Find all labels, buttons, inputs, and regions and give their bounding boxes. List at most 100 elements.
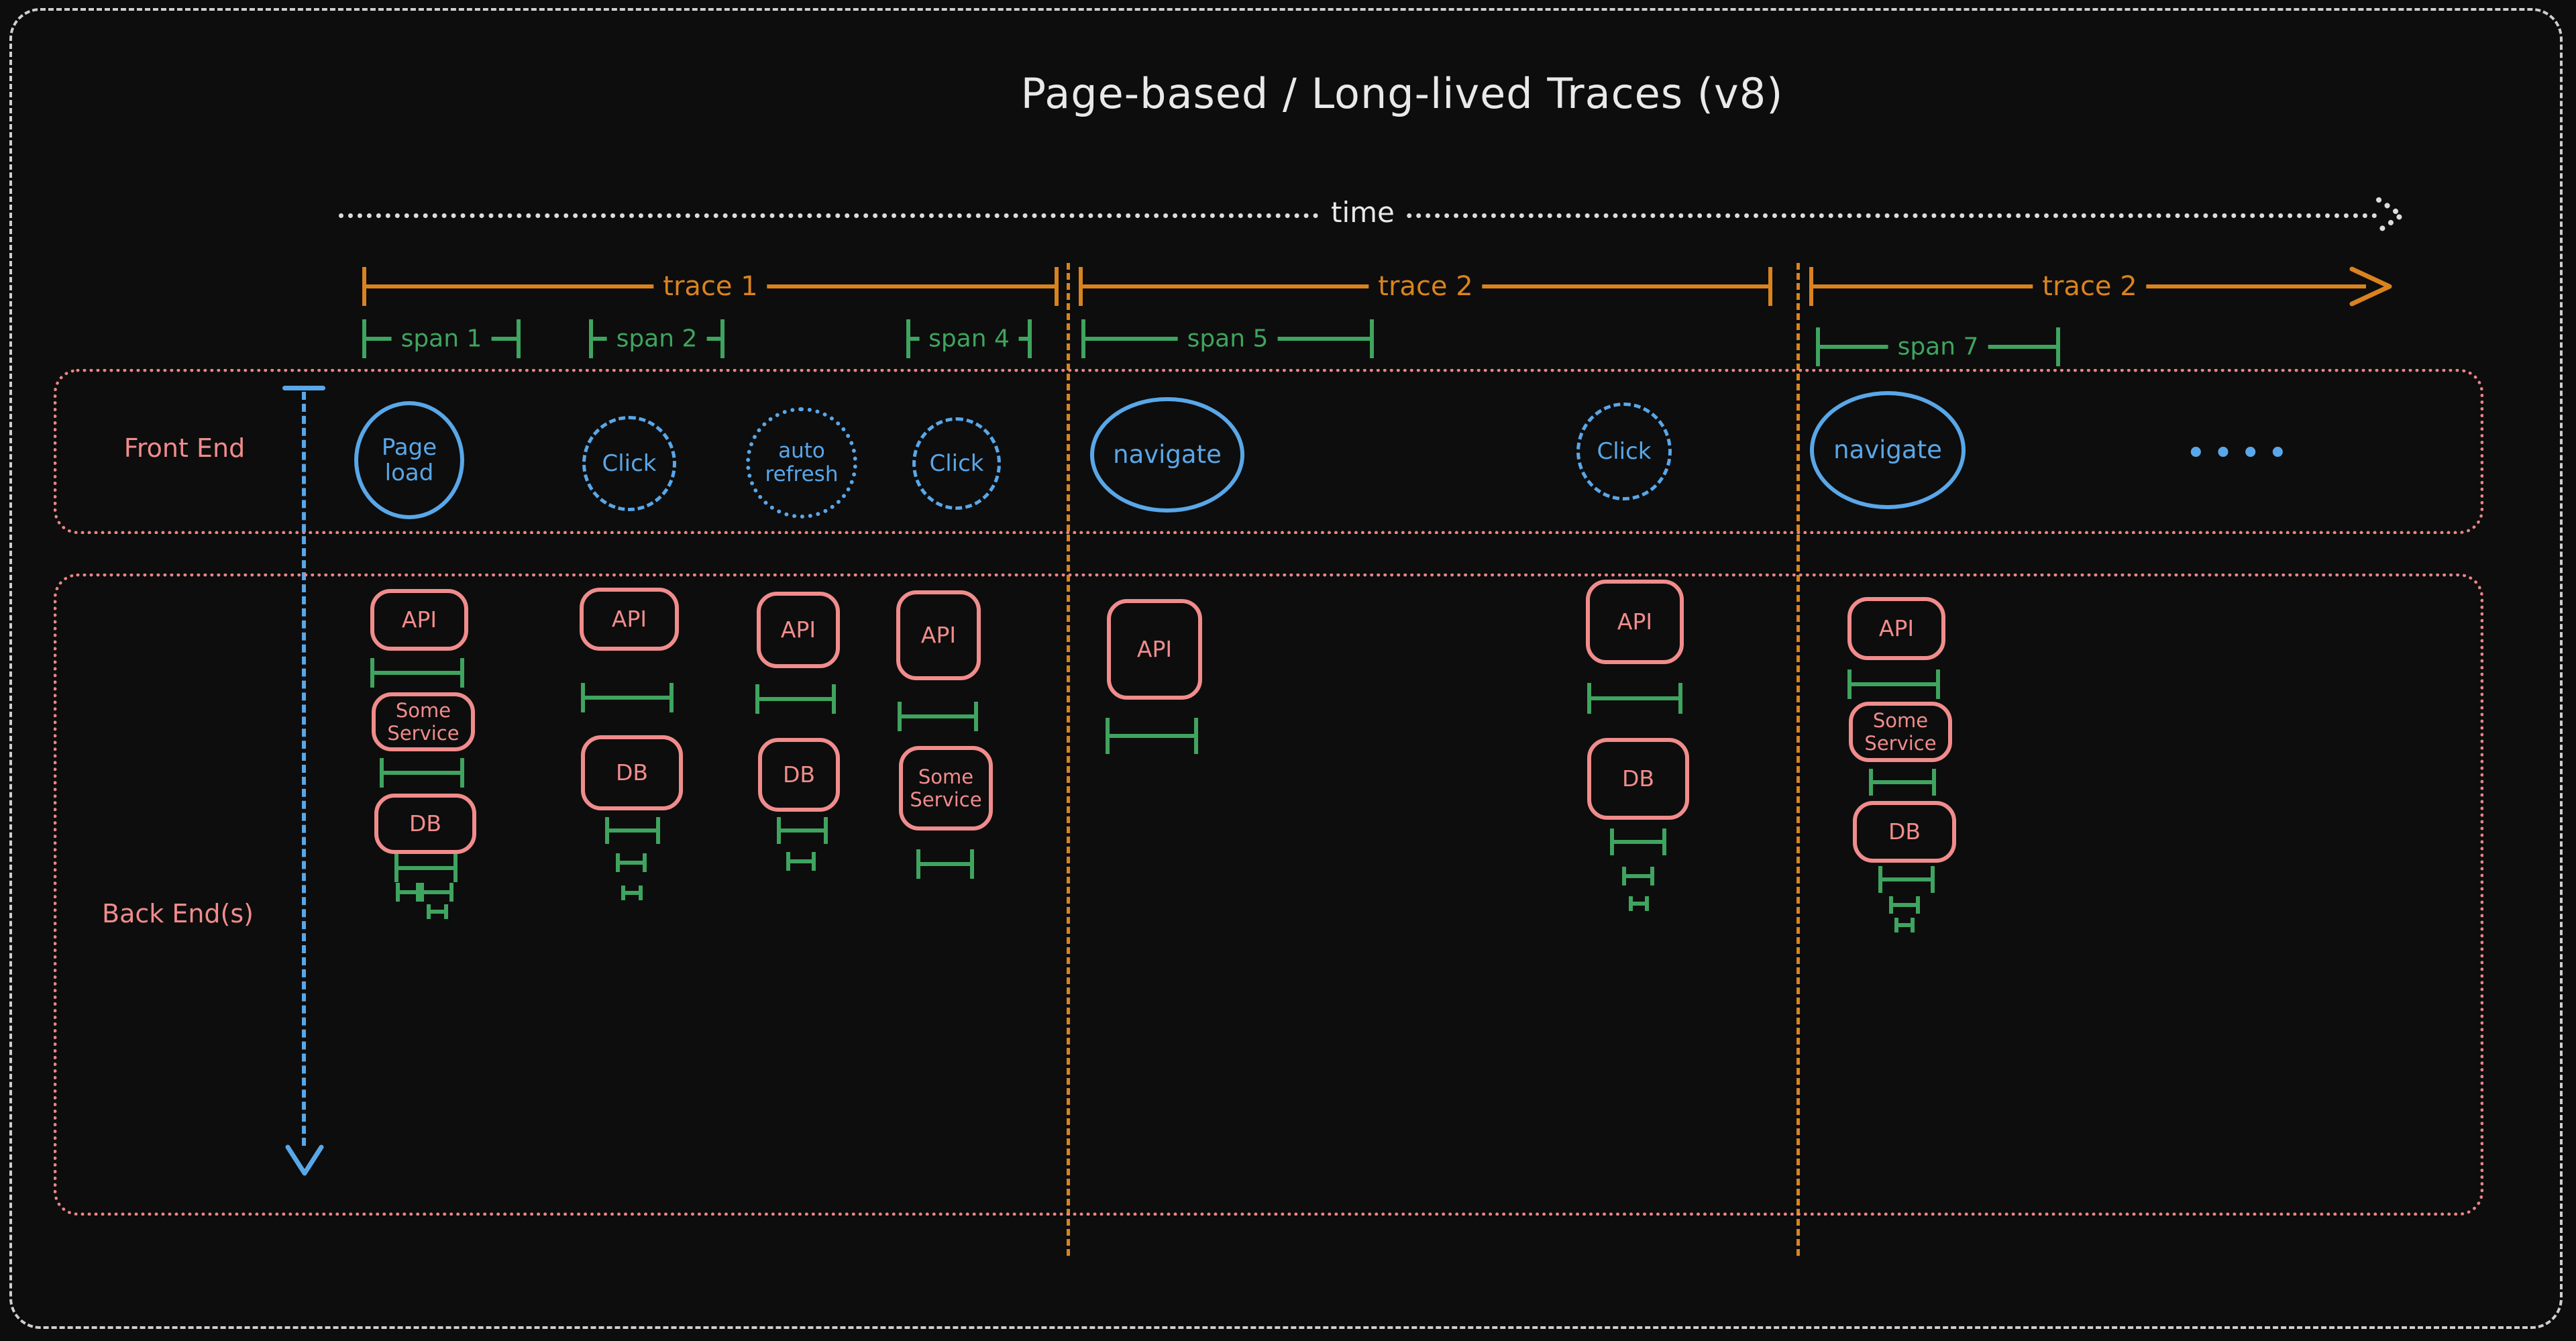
node-label: API: [920, 621, 957, 648]
canvas-frame: [9, 8, 2563, 1329]
trace-3-bracket: trace 2: [1809, 267, 2366, 306]
event-auto-refresh: auto refresh: [746, 407, 857, 519]
span-bar: [777, 817, 828, 844]
span-bar: [1610, 828, 1666, 855]
span-bar: [420, 883, 453, 902]
event-click-2-label: Click: [929, 449, 984, 477]
event-page-load: Page load: [354, 401, 464, 519]
node-label: Some Service: [387, 698, 460, 745]
frontend-lane-label: Front End: [123, 433, 246, 463]
span-5-bracket: span 5: [1081, 319, 1374, 358]
node-api: API: [1107, 599, 1202, 700]
span-bar: [605, 817, 660, 844]
span-bar: [616, 853, 647, 872]
span-7-label: span 7: [1888, 333, 1988, 361]
node-db: DB: [374, 794, 476, 854]
event-navigate-1-label: navigate: [1113, 440, 1222, 470]
node-api: API: [896, 590, 981, 680]
span-4-label: span 4: [919, 325, 1019, 353]
trace-arrowhead-icon: [2349, 266, 2392, 307]
span-bar: [370, 658, 464, 688]
node-label: DB: [1621, 765, 1655, 792]
span-bar: [898, 702, 978, 731]
event-click-3-label: Click: [1597, 437, 1652, 465]
span-bar: [1629, 896, 1649, 911]
guide-arrowhead-icon: [285, 1144, 324, 1176]
event-navigate-2-label: navigate: [1833, 435, 1942, 465]
span-bar: [1878, 866, 1935, 893]
span-bar: [786, 852, 816, 871]
span-bar: [916, 849, 974, 879]
event-click-1: Click: [582, 416, 676, 511]
node-api: API: [1847, 597, 1945, 660]
node-label: API: [1878, 614, 1915, 641]
span-bar: [1894, 918, 1915, 932]
ellipsis-dots: ••••: [2186, 433, 2295, 474]
node-db: DB: [758, 738, 840, 812]
span-bar: [1889, 896, 1920, 914]
trace-separator-1: [1067, 263, 1070, 1256]
span-bar: [1587, 683, 1682, 714]
backend-lane: [54, 574, 2483, 1216]
span-5-label: span 5: [1177, 325, 1278, 353]
span-bar: [1106, 718, 1198, 754]
span-bar: [394, 854, 458, 882]
node-label: DB: [615, 759, 649, 786]
node-api: API: [757, 592, 840, 668]
node-label: API: [1617, 608, 1653, 635]
event-click-2: Click: [912, 417, 1001, 510]
node-label: DB: [782, 761, 816, 788]
event-click-1-label: Click: [602, 449, 657, 477]
span-bar: [581, 683, 674, 712]
trace-2-bracket: trace 2: [1079, 267, 1772, 306]
span-bar: [1869, 769, 1936, 796]
span-2-bracket: span 2: [589, 319, 724, 358]
span-bar: [1847, 669, 1940, 699]
event-page-load-label: Page load: [381, 433, 437, 486]
node-some-service: Some Service: [1849, 702, 1952, 762]
node-db: DB: [1853, 801, 1956, 863]
span-bar: [755, 684, 836, 714]
trace-1-bracket: trace 1: [362, 267, 1059, 306]
event-click-3: Click: [1576, 403, 1672, 500]
node-label: API: [780, 616, 816, 643]
span-1-label: span 1: [391, 325, 492, 353]
time-label: time: [1319, 196, 1407, 229]
span-2-label: span 2: [606, 325, 707, 353]
node-api: API: [1586, 580, 1684, 664]
page-title: Page-based / Long-lived Traces (v8): [1020, 69, 1784, 118]
node-label: API: [1136, 635, 1173, 662]
trace-1-label: trace 1: [653, 271, 767, 302]
span-1-bracket: span 1: [362, 319, 521, 358]
node-label: DB: [1888, 818, 1921, 845]
span-bar: [1622, 867, 1654, 886]
node-db: DB: [1587, 738, 1689, 820]
node-api: API: [370, 589, 468, 651]
trace-separator-2: [1796, 263, 1800, 1256]
frontend-lane: [54, 369, 2483, 534]
node-some-service: Some Service: [899, 746, 993, 830]
trace-3-label: trace 2: [2033, 271, 2147, 302]
backend-lane-label: Back End(s): [102, 899, 254, 928]
event-auto-refresh-label: auto refresh: [765, 439, 839, 486]
node-db: DB: [581, 735, 683, 810]
event-navigate-2: navigate: [1810, 391, 1966, 509]
span-7-bracket: span 7: [1816, 327, 2060, 366]
guide-arrow-line: [302, 392, 306, 1146]
node-api: API: [580, 588, 679, 651]
time-arrowhead-icon: [2376, 197, 2407, 233]
node-label: DB: [409, 810, 442, 837]
span-bar: [621, 886, 643, 900]
guide-arrow-top-bar: [282, 386, 325, 390]
node-label: API: [401, 606, 437, 633]
node-label: Some Service: [1864, 708, 1937, 755]
node-some-service: Some Service: [372, 692, 475, 751]
span-4-bracket: span 4: [906, 319, 1032, 358]
node-label: Some Service: [910, 765, 982, 811]
span-bar: [427, 904, 448, 919]
span-bar: [396, 883, 420, 902]
node-label: API: [611, 605, 647, 632]
span-bar: [380, 758, 464, 788]
event-navigate-1: navigate: [1090, 397, 1244, 513]
trace-2-label: trace 2: [1368, 271, 1483, 302]
